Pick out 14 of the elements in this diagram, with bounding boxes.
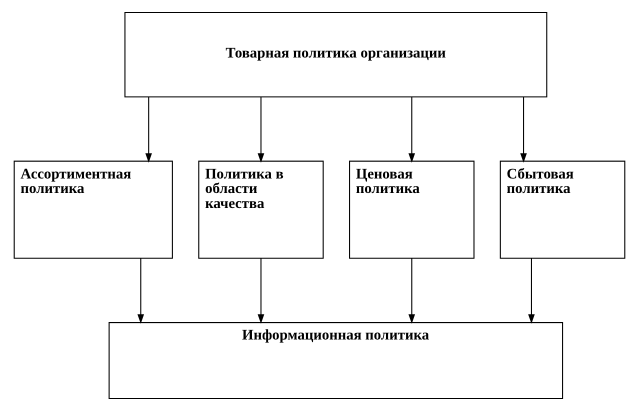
arrow — [520, 97, 527, 163]
arrow — [258, 258, 264, 324]
node-box: Ассортиментная политика — [14, 160, 173, 259]
arrow — [528, 258, 535, 324]
node-box: Сбытовая политика — [500, 160, 626, 259]
arrow — [258, 97, 264, 163]
arrow — [408, 97, 416, 163]
node-box: Товарная политика организации — [124, 12, 548, 98]
arrow — [145, 97, 152, 163]
node-box: Ценовая политика — [349, 160, 475, 259]
arrow — [408, 258, 416, 324]
arrow — [137, 258, 144, 324]
node-box: Информационная политика — [108, 322, 564, 399]
node-box: Политика в области качества — [198, 160, 324, 259]
